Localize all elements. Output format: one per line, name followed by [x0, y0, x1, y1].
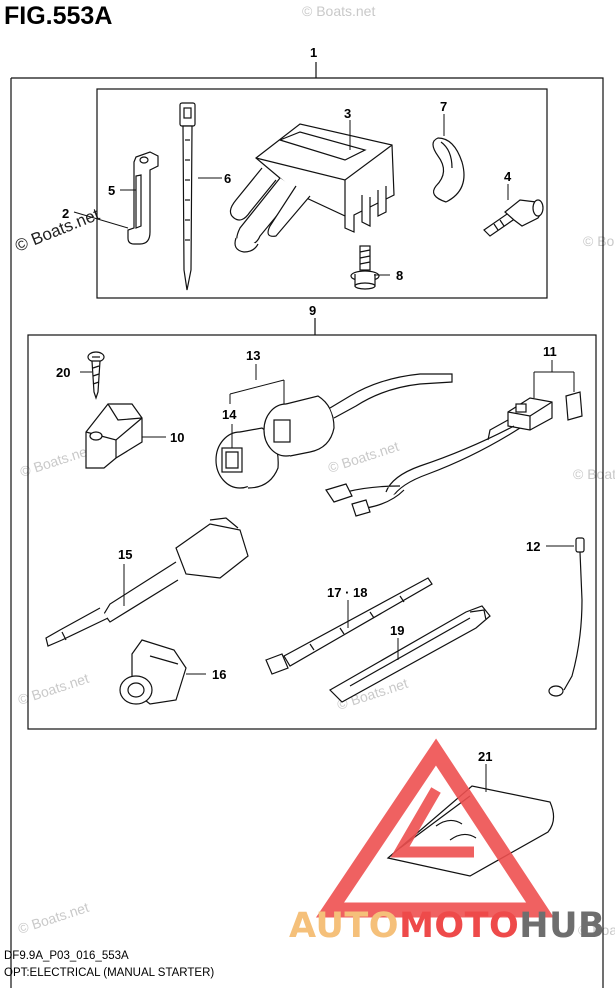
callout-14: 14: [222, 407, 237, 422]
part-flange-bolt: [350, 245, 380, 290]
part-cable-tie-long: [179, 102, 196, 291]
brand-part-moto: MOTO: [399, 906, 520, 946]
callout-7: 7: [440, 99, 447, 114]
watermark-text: © Boats.net: [583, 233, 615, 249]
callout-9: 9: [309, 303, 316, 318]
part-coupler-pair: [215, 373, 453, 489]
watermark-text: © Boats.net: [302, 3, 375, 19]
part-fuse-harness: [325, 391, 583, 517]
callout-20: 20: [56, 365, 70, 380]
callout-2: 2: [62, 206, 69, 221]
callout-11: 11: [543, 344, 557, 359]
watermark-text: © Boats.net: [573, 466, 615, 482]
callout-19: 19: [390, 623, 404, 638]
part-plug-connector: [483, 199, 544, 237]
watermark-text-dark: © Boats.net: [12, 205, 102, 256]
part-mount-tie: [329, 605, 491, 703]
callout-8: 8: [396, 268, 403, 283]
part-rectifier-regulator: [229, 123, 395, 253]
assembly-frame: [10, 62, 604, 988]
watermark-text: © Boats.net: [16, 670, 91, 708]
footer-drawing-code: DF9.9A_P03_016_553A: [4, 950, 129, 962]
callout-15: 15: [118, 547, 132, 562]
watermark-text: © Boats.net: [18, 442, 93, 480]
callout-4: 4: [504, 169, 512, 184]
watermark-text: © Boats.net: [16, 899, 91, 937]
brand-wordmark: AUTOMOTOHUB: [289, 906, 605, 946]
brand-part-auto: AUTO: [289, 906, 400, 946]
brand-logo-triangle: [315, 738, 554, 918]
footer-caption: OPT:ELECTRICAL (MANUAL STARTER): [4, 967, 215, 979]
callout-16: 16: [212, 667, 226, 682]
part-cable-clamp: [85, 403, 143, 469]
callout-13: 13: [246, 348, 260, 363]
watermark-text: © Boats.net: [578, 922, 615, 938]
callout-3: 3: [344, 106, 351, 121]
leader-lines: [73, 114, 575, 792]
part-clamp-bracket: [127, 151, 159, 245]
callout-1: 1: [310, 45, 317, 60]
part-ground-lead: [548, 537, 585, 697]
brand-part-hub: HUB: [519, 906, 606, 946]
part-grommet: [119, 639, 187, 705]
part-harness-cable: [45, 517, 249, 647]
callout-6: 6: [224, 171, 231, 186]
part-wire-clip: [432, 137, 465, 203]
callout-21: 21: [478, 749, 492, 764]
part-tapping-screw: [87, 351, 105, 400]
watermark-text: © Boats.net: [326, 438, 401, 476]
part-cable-tie-short: [265, 577, 433, 675]
callout-17-18: 17 · 18: [327, 585, 367, 600]
callout-12: 12: [526, 539, 540, 554]
figure-title: FIG.553A: [4, 2, 113, 30]
callouts: 1 3 5 2 6 7 4 8 9 20 10 13 14 11 15 16 1…: [56, 45, 557, 764]
callout-10: 10: [170, 430, 184, 445]
callout-5: 5: [108, 183, 115, 198]
